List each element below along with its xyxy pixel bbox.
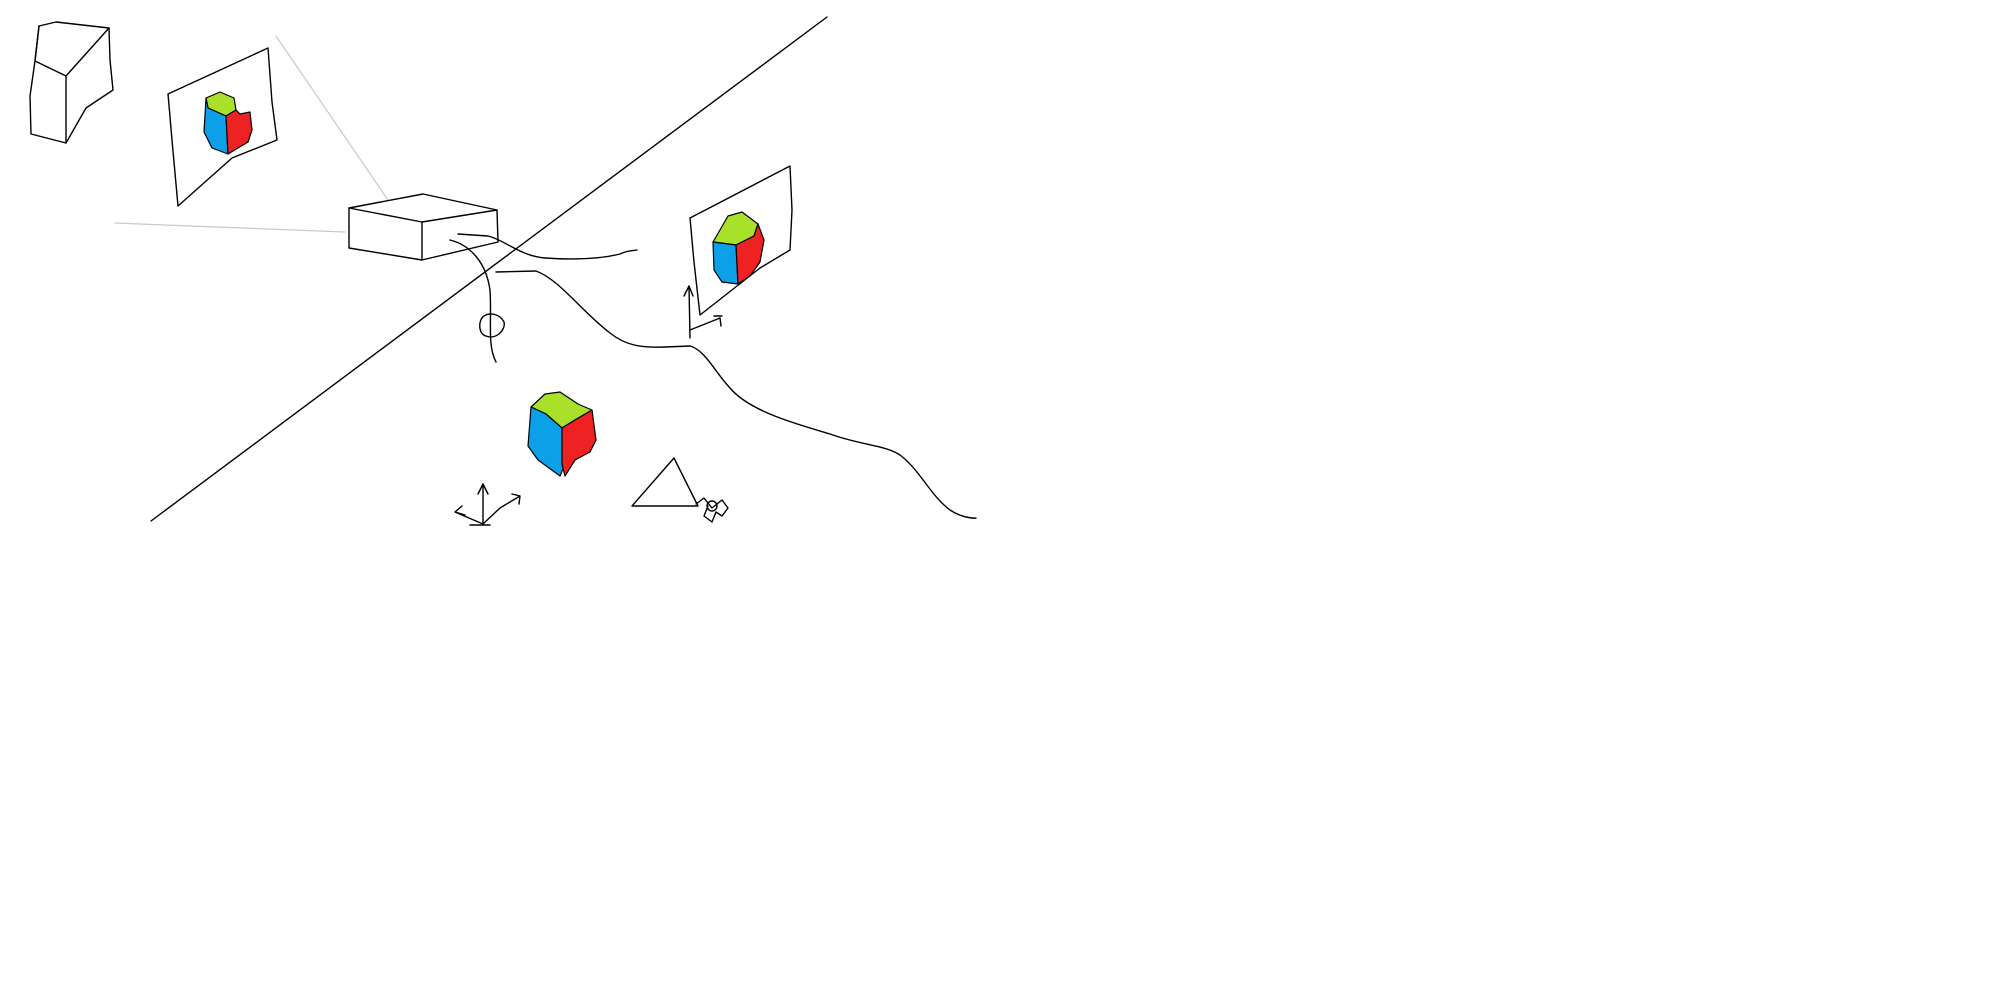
colored-cube-icon <box>527 391 597 477</box>
freehand-curve <box>495 270 977 519</box>
axes-right-icon <box>683 285 723 339</box>
coordinate-axes-icon <box>454 483 521 526</box>
image-plane-left <box>167 47 278 207</box>
camera-box-icon <box>348 193 499 261</box>
camera-cables <box>449 233 638 363</box>
projection-lines <box>114 35 389 233</box>
image-plane-right <box>683 165 793 339</box>
wireframe-box-icon <box>29 21 114 144</box>
diagonal-line <box>150 16 828 522</box>
triangle-icon <box>631 457 729 523</box>
